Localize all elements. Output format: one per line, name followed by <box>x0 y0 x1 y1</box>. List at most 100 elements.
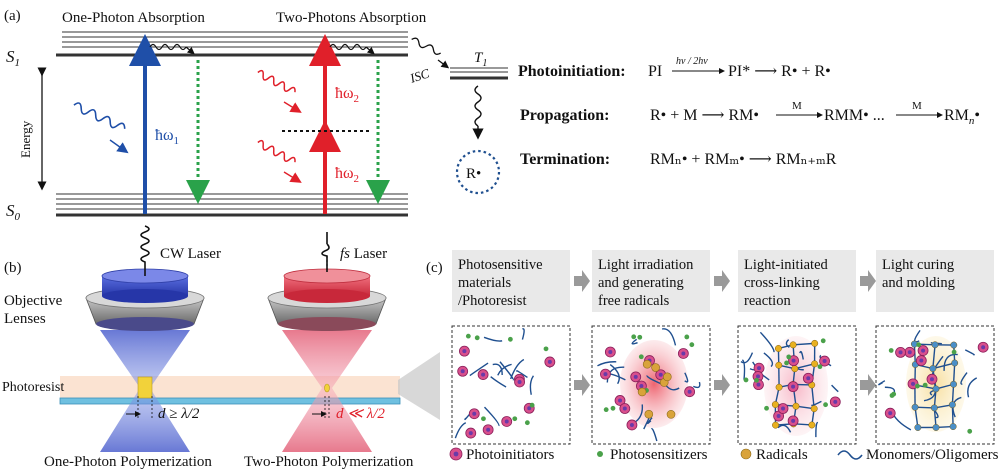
monomer-chain <box>831 384 839 393</box>
photoinitiator-core <box>919 358 924 363</box>
radical-dot <box>808 421 816 429</box>
red-photon-wave-1 <box>257 69 296 93</box>
photoinitiator-core <box>517 379 522 384</box>
legend-swatch-core <box>453 451 459 457</box>
photoinitiator-core <box>791 418 796 423</box>
radical-dot <box>644 409 654 419</box>
photoinitiator-core <box>468 431 473 436</box>
photoinitiator-core <box>547 359 552 364</box>
photoinitiation-arrow-label: hv / 2hv <box>676 56 708 67</box>
monomer-chain <box>967 377 978 398</box>
monomer-chain <box>483 406 500 427</box>
photosensitizer-dot <box>784 360 789 366</box>
photoresist-label: Photoresist <box>2 380 64 395</box>
radical-dot <box>771 401 779 408</box>
photosensitizer-dot <box>631 334 637 340</box>
monomer-chain <box>464 414 470 421</box>
photoinitiator-core <box>776 414 781 419</box>
photosensitizer-dot <box>915 383 920 389</box>
monomer-chain <box>799 350 804 360</box>
red-photon-arrow-1 <box>283 101 302 113</box>
photoinitiator-core <box>681 351 686 356</box>
d-geq-annotation: d ≥ λ/2 <box>126 396 200 422</box>
legend-label: Photosensitizers <box>610 447 708 463</box>
network-bond <box>932 344 936 369</box>
photoinitiator-core <box>929 377 934 382</box>
photoinitiator-core <box>687 389 692 394</box>
monomer-chain <box>914 330 921 343</box>
step-arrow <box>574 270 590 292</box>
zoom-cone <box>398 352 440 420</box>
propagation-label: Propagation: <box>520 107 609 124</box>
panel-c-label: (c) <box>426 260 443 276</box>
relaxation-squiggle-1 <box>149 43 187 51</box>
monomer-chain <box>454 422 467 439</box>
process-step-box <box>876 250 994 312</box>
propagation-m-2: M <box>912 100 922 112</box>
reaction-scheme: Photoinitiation: PI hv / 2hv PI* ⟶ R• + … <box>518 56 980 168</box>
crosslink-node <box>932 424 940 431</box>
photosensitizer-dot <box>465 333 471 339</box>
process-step-box <box>592 250 710 312</box>
photosensitizer-dot <box>823 402 828 408</box>
photoinitiator-core <box>888 411 893 416</box>
monomer-chain <box>606 366 625 383</box>
monomer-chain <box>635 404 644 423</box>
photoinitiator-core <box>981 345 986 350</box>
monomer-chain <box>483 336 503 342</box>
network-bond <box>951 404 954 427</box>
photoinitiator-core <box>755 374 760 379</box>
t1-levels <box>450 67 508 80</box>
photoinitiator-core <box>622 406 627 411</box>
radical-dot <box>663 372 672 382</box>
photosensitizer-dot <box>889 393 895 398</box>
radical-dot <box>637 387 647 397</box>
monomer-chain <box>650 428 658 442</box>
relaxation-squiggle-2 <box>329 43 367 51</box>
objective-label: Objective <box>4 293 63 309</box>
crosslink-node <box>911 403 919 411</box>
d-geq-label: d ≥ λ/2 <box>158 406 200 422</box>
photoinitiator-core <box>806 376 811 381</box>
square-frame <box>451 325 571 445</box>
radical-label: R• <box>466 166 481 182</box>
radical-dot <box>811 360 819 368</box>
process-step-line: Light curing <box>882 257 954 273</box>
photoinitiation-eq-end: PI* ⟶ R• + R• <box>728 63 831 80</box>
monomer-chain <box>815 421 819 438</box>
photoinitiator-core <box>629 422 634 427</box>
photoinitiator-core <box>527 406 532 411</box>
crosslink-node <box>931 341 939 349</box>
crosslink-node <box>914 424 922 431</box>
monomer-chain <box>777 424 792 433</box>
photoinitiator-core <box>911 381 916 386</box>
photosensitizer-dot <box>603 407 609 413</box>
relaxation-arrow-2 <box>365 46 375 55</box>
network-bond <box>932 362 955 370</box>
monomer-chain <box>759 331 775 353</box>
monomer-chain <box>763 352 774 368</box>
d-ll-label: d ≪ λ/2 <box>336 406 385 422</box>
process-step-line: Light irradiation <box>598 257 694 273</box>
termination-eq: RMₙ• + RMₘ• ⟶ RMₙ₊ₘR <box>650 151 837 168</box>
monomer-chain <box>684 372 689 383</box>
process-steps: Photosensitivematerials/PhotoresistLight… <box>452 250 994 312</box>
crosslink-node <box>932 385 940 393</box>
monomer-chain <box>490 376 507 388</box>
photosensitizer-dot <box>637 334 643 340</box>
t1-label: T1 <box>474 50 487 69</box>
monomer-chain <box>943 353 958 371</box>
radical-dot <box>666 410 676 419</box>
focal-spot-small <box>324 383 330 393</box>
photosensitizer-dot <box>638 354 644 360</box>
photosensitizer-dot <box>684 334 690 340</box>
process-step-line: materials <box>458 275 512 291</box>
substrate <box>59 397 401 405</box>
hw1-label: ħω1 <box>155 127 179 147</box>
d-ll-annotation: d ≪ λ/2 <box>312 396 385 422</box>
legend-label: Monomers/Oligomers <box>866 447 999 463</box>
square-arrow <box>574 374 590 396</box>
objective-one-photon <box>85 268 205 452</box>
